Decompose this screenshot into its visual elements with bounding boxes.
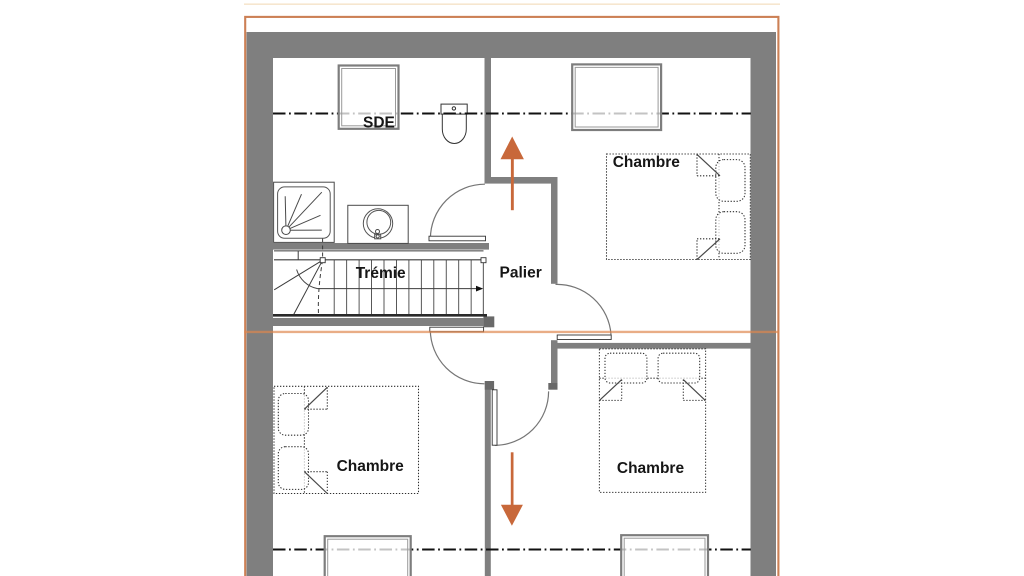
svg-text:Chambre: Chambre (613, 154, 681, 171)
svg-text:Chambre: Chambre (617, 460, 685, 477)
svg-text:Chambre: Chambre (337, 458, 405, 475)
svg-text:Palier: Palier (500, 265, 542, 282)
svg-text:Trémie: Trémie (356, 265, 406, 282)
svg-text:SDE: SDE (363, 114, 395, 131)
